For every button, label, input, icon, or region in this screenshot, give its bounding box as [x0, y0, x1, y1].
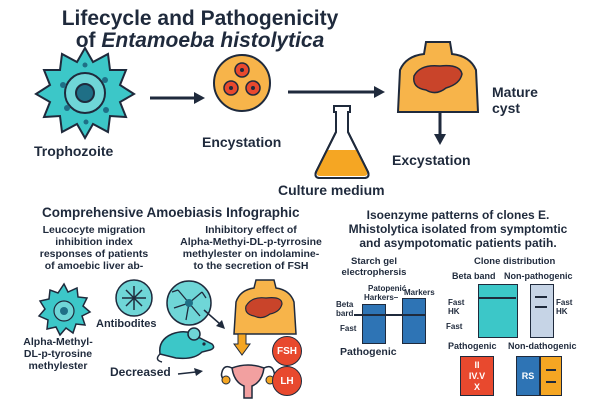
- decreased-label: Decreased: [110, 365, 171, 379]
- fast-hk-1-label: Fast HK: [448, 298, 465, 316]
- fast-left-label: Fast: [340, 324, 357, 333]
- gel-lane-1: [362, 304, 386, 344]
- clone-band-grey-2: [535, 306, 547, 308]
- clone-lane-teal: [478, 284, 518, 338]
- beta-bard-label: Beta bard: [336, 300, 354, 318]
- lh-badge: LH: [272, 366, 302, 396]
- pathogenic-box: II IV.V X: [460, 356, 494, 396]
- species-name: Entamoeba histolytica: [101, 29, 325, 52]
- trophozoite-cell-icon: [34, 45, 136, 141]
- neuron-cell-icon: [166, 280, 212, 326]
- fast-2-label: Fast: [446, 322, 463, 331]
- marker-band-line: [354, 314, 426, 316]
- gel-lane-2: [402, 298, 426, 344]
- small-trophozoite-icon: [37, 282, 92, 337]
- diagram-title: Lifecycle and Pathogenicity of Entamoeba…: [0, 8, 400, 52]
- title-line-2: of Entamoeba histolytica: [75, 29, 325, 52]
- right-panel-heading: Isoenzyme patterns of clones E. Mhistoly…: [348, 208, 568, 250]
- torso-liver-icon: [233, 279, 297, 335]
- arrow-down-orange-icon: [233, 333, 251, 356]
- mature-cyst-label: Mature cyst: [492, 84, 538, 116]
- clone-band-teal: [478, 297, 516, 299]
- arrow-right-long-icon: [288, 86, 385, 98]
- patopenic-label: Patopenić: [368, 284, 407, 293]
- clone-band-grey-1: [535, 296, 547, 298]
- clone-lane-grey: [530, 284, 554, 338]
- arrow-down-icon: [434, 112, 446, 145]
- flask-icon: [314, 105, 370, 179]
- pathogenic-right-label: Pathogenic: [448, 341, 497, 351]
- trophozoite-label: Trophozoite: [34, 143, 114, 159]
- non-pathogenic-label: Non-pathogenic: [504, 271, 573, 281]
- non-pathogenic-box-right: [540, 356, 562, 396]
- inhibitory-effect-text: Inhibitory effect of Alpha-Methyi-DL-p-t…: [180, 224, 322, 272]
- antibody-icon: [115, 279, 153, 317]
- arrow-diagonal-icon: [203, 309, 225, 329]
- excystation-label: Excystation: [392, 152, 471, 168]
- encystation-label: Encystation: [202, 134, 282, 150]
- uterus-icon: [220, 364, 276, 399]
- harkers-label: Harkers–: [364, 293, 399, 302]
- starch-gel-label: Starch gel electrophersis: [341, 256, 407, 278]
- left-panel-heading: Comprehensive Amoebiasis Infographic: [42, 205, 300, 220]
- leucocyte-text: Leucocyte migration inhibition index res…: [39, 224, 149, 272]
- cyst-cells-icon: [213, 54, 271, 112]
- antibodies-label: Antibodites: [96, 318, 157, 330]
- beta-band-label: Beta band: [452, 271, 496, 281]
- fsh-badge: FSH: [272, 336, 302, 366]
- arrow-right-icon: [150, 92, 205, 104]
- culture-medium-label: Culture medium: [278, 182, 385, 198]
- fast-hk-3-label: Fast HK: [556, 298, 573, 316]
- markers-label: Markers: [404, 288, 435, 297]
- non-dathogenic-label: Non-dathogenic: [508, 341, 577, 351]
- liver-torso-icon: [396, 41, 480, 113]
- decreased-arrow-icon: [177, 368, 203, 376]
- clone-distribution-label: Clone distribution: [474, 256, 556, 267]
- title-line-1: Lifecycle and Pathogenicity: [61, 7, 339, 30]
- non-pathogenic-box-left: RS: [516, 356, 540, 396]
- alpha-methyl-text: Alpha-Methyl- DL-p-tyrosine methylester: [23, 336, 93, 372]
- mouse-icon: [156, 327, 215, 363]
- pathogenic-left-label: Pathogenic: [340, 346, 397, 358]
